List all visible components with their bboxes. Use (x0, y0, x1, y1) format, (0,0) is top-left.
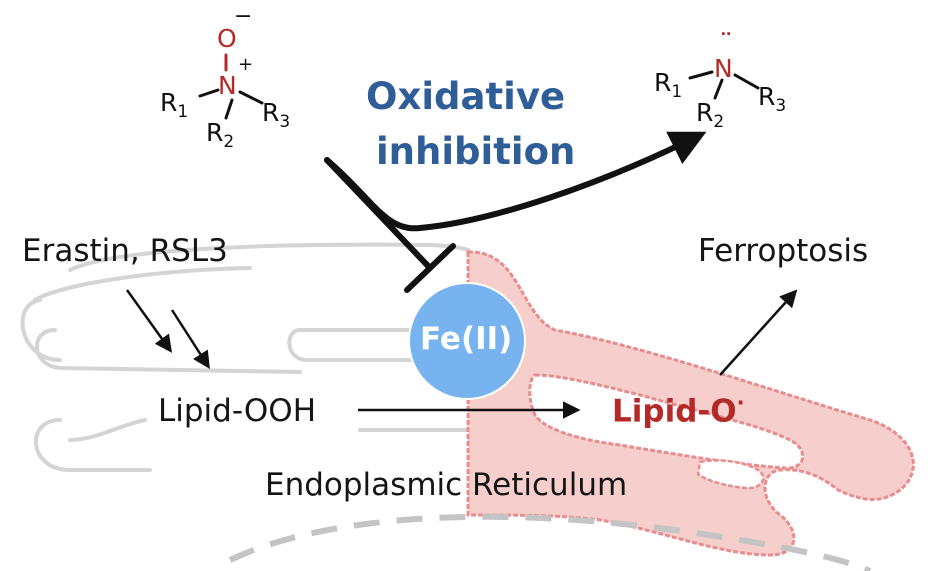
oxidative-label-line2: inhibition (376, 130, 576, 173)
product-r3: R3 (758, 82, 787, 116)
product-bonds (688, 70, 760, 100)
reactant-r3: R3 (262, 98, 291, 132)
reactant-nitrogen: N (218, 71, 237, 100)
fe-circle (408, 282, 526, 400)
oxidative-label-line1: Oxidative (366, 75, 566, 118)
lipid-o-label: Lipid-O· (612, 390, 745, 430)
nuclear-envelope-dashes (228, 513, 872, 571)
er-label: Endoplasmic Reticulum (265, 467, 628, 503)
reactant-r1: R1 (160, 88, 189, 122)
reactant-oxygen: O (217, 24, 237, 53)
er-membrane-pink (466, 250, 915, 557)
fe-label: Fe(II) (420, 321, 513, 357)
reactant-bonds (198, 53, 264, 120)
lipid-ooh-label: Lipid-OOH (158, 393, 317, 429)
reactant-r2: R2 (206, 118, 235, 152)
reactant-charge-minus: − (234, 4, 253, 29)
erastin-arrow-1 (125, 289, 173, 353)
reactant-charge-plus: + (238, 54, 254, 75)
erastin-label: Erastin, RSL3 (22, 233, 228, 269)
product-lone-pair: ¨ (719, 27, 733, 60)
inhibition-bar (404, 243, 456, 293)
ferroptosis-label: Ferroptosis (698, 233, 869, 269)
inhibition-line (324, 157, 433, 271)
ferroptosis-arrow (719, 289, 798, 376)
product-nitrogen: N (714, 54, 733, 83)
product-r1: R1 (654, 68, 683, 102)
erastin-arrow-2 (170, 309, 210, 369)
product-r2: R2 (696, 98, 725, 132)
